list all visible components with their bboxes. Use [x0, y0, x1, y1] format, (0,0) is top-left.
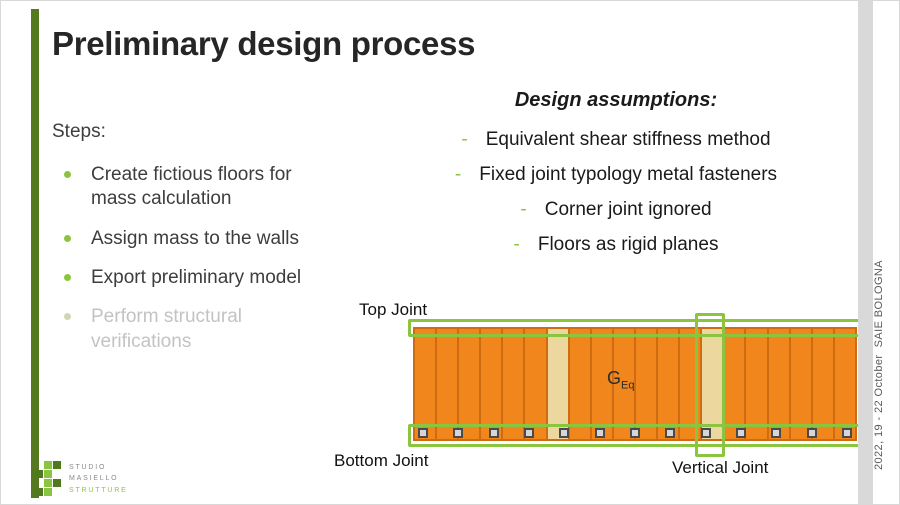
fastener-icon	[453, 428, 464, 438]
event-dates: 2022, 19 - 22 October	[873, 354, 885, 470]
fastener-icon	[629, 428, 640, 438]
fastener-icon	[735, 428, 746, 438]
assumption-item: - Equivalent shear stiffness method	[421, 129, 811, 151]
assumption-item: - Fixed joint typology metal fasteners	[421, 164, 811, 186]
dash-icon: -	[454, 164, 462, 185]
bullet-icon	[64, 171, 71, 178]
wall-panel	[834, 329, 855, 439]
studio-logo: STUDIO MASIELLO STRUTTURE	[35, 461, 128, 497]
assumption-label: Equivalent shear stiffness method	[485, 129, 771, 150]
fastener-icon	[488, 428, 499, 438]
fastener-icon	[806, 428, 817, 438]
step-label: Create fictious floors for mass calculat…	[91, 164, 292, 210]
wall-panel	[768, 329, 791, 439]
assumption-item: - Floors as rigid planes	[421, 234, 811, 256]
fastener-icon	[841, 428, 852, 438]
bullet-icon	[64, 313, 71, 321]
wall-panel	[746, 329, 769, 439]
logo-line: MASIELLO	[69, 475, 119, 483]
bottom-joint-label: Bottom Joint	[334, 451, 429, 470]
event-sidebar-bar	[858, 1, 873, 504]
bottom-joint-outline	[408, 424, 861, 447]
step-item: Export preliminary model	[52, 266, 332, 290]
wall-panel	[415, 329, 438, 439]
logo-mark-icon	[35, 461, 61, 496]
wall-panel	[635, 329, 659, 439]
logo-line: STUDIO	[69, 464, 107, 472]
step-item: Perform structural verifications	[52, 305, 332, 354]
assumption-label: Fixed joint typology metal fasteners	[479, 164, 778, 185]
fastener-icon	[523, 428, 534, 438]
fastener-icon	[665, 428, 676, 438]
steps-section: Steps: Create fictious floors for mass c…	[52, 121, 332, 369]
wall-panel	[790, 329, 813, 439]
assumption-label: Floors as rigid planes	[537, 234, 719, 255]
bullet-icon	[64, 273, 71, 281]
wall-panel	[591, 329, 614, 439]
assumption-label: Corner joint ignored	[544, 199, 712, 220]
shear-subscript: Eq	[621, 379, 635, 392]
fastener-icon	[418, 428, 428, 438]
wall-panel	[459, 329, 482, 439]
assumptions-section: Design assumptions: - Equivalent shear s…	[421, 89, 811, 269]
shear-modulus-label: GEq	[607, 368, 634, 392]
step-label: Assign mass to the walls	[91, 227, 300, 249]
step-label: Perform structural verifications	[91, 306, 242, 352]
wall	[413, 327, 857, 441]
wall-panel	[481, 329, 504, 439]
wall-panel	[724, 329, 747, 439]
assumptions-heading: Design assumptions:	[514, 89, 718, 111]
logo-text: STUDIO MASIELLO STRUTTURE	[69, 462, 128, 496]
page-title: Preliminary design process	[52, 25, 476, 62]
wall-panel	[613, 329, 636, 439]
wall-panel	[812, 329, 835, 439]
left-accent-bar	[31, 9, 39, 498]
bullet-icon	[64, 234, 71, 242]
shear-symbol: G	[607, 368, 622, 388]
top-joint-label: Top Joint	[359, 300, 428, 319]
wall-panel	[658, 329, 681, 439]
top-joint-outline	[408, 319, 861, 337]
logo-line: STRUTTURE	[69, 486, 128, 494]
fastener-icon	[559, 428, 570, 438]
event-sidebar-text: 2022, 19 - 22 October SAIE BOLOGNA	[873, 260, 885, 470]
dash-icon: -	[461, 129, 468, 150]
step-item: Create fictious floors for mass calculat…	[52, 163, 332, 212]
fastener-row	[418, 428, 852, 438]
dash-icon: -	[513, 234, 520, 255]
fastener-icon	[771, 428, 782, 438]
fastener-icon	[700, 428, 711, 438]
wall-panel	[437, 329, 460, 439]
steps-heading: Steps:	[52, 121, 106, 142]
step-item: Assign mass to the walls	[52, 227, 332, 251]
wall-panel	[525, 329, 548, 439]
dash-icon: -	[520, 199, 527, 220]
fastener-icon	[594, 428, 605, 438]
event-name: SAIE BOLOGNA	[873, 260, 885, 348]
assumption-item: - Corner joint ignored	[421, 199, 811, 221]
step-label: Export preliminary model	[91, 266, 302, 288]
vertical-joint-outline	[695, 313, 725, 457]
wall-panel	[503, 329, 526, 439]
vertical-joint-label: Vertical Joint	[672, 458, 769, 477]
wall-panel	[569, 329, 592, 439]
wall-panel	[547, 329, 570, 439]
